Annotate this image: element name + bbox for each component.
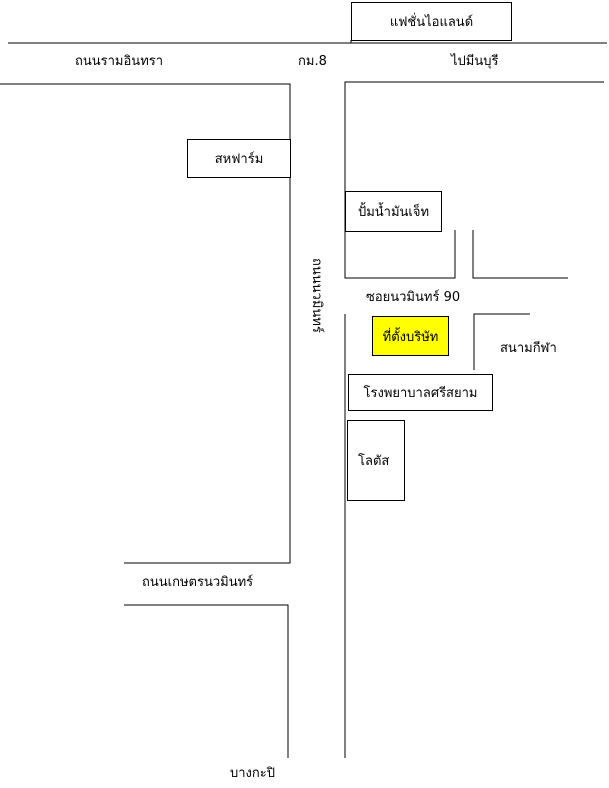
soi-nawamin-90-label: ซอยนวมินทร์ 90 — [366, 290, 461, 305]
road-kaset-nawamin-lower-edge — [124, 604, 289, 758]
jet-station-label: ปั้มน้ำมันเจ็ท — [357, 205, 430, 220]
km8-label: กม.8 — [298, 54, 327, 69]
lotus-box: โลตัส — [347, 420, 405, 501]
company-box: ที่ตั้งบริษัท — [372, 316, 449, 356]
road-stadium-edge — [473, 313, 530, 370]
lotus-label: โลตัส — [358, 454, 390, 469]
road-nawamin-label: ถนนนวมินทร์ — [309, 258, 324, 333]
to-minburi-label: ไปมีนบุรี — [451, 54, 499, 69]
bang-kapi-label: บางกะปิ — [230, 766, 276, 781]
fashion-island-box: แฟชั่นไอแลนด์ — [351, 2, 512, 41]
sahafarm-label: สหฟาร์ม — [214, 152, 264, 167]
hospital-box: โรงพยาบาลศรีสยาม — [348, 374, 493, 411]
sahafarm-box: สหฟาร์ม — [187, 139, 291, 178]
road-ram-inthra-lower-left-edge — [0, 83, 291, 564]
hospital-label: โรงพยาบาลศรีสยาม — [363, 386, 478, 401]
road-soi-north-east-edge — [472, 230, 568, 279]
company-label: ที่ตั้งบริษัท — [382, 329, 439, 345]
road-kaset-nawamin-label: ถนนเกษตรนวมินทร์ — [142, 575, 254, 590]
fashion-island-label: แฟชั่นไอแลนด์ — [389, 15, 474, 30]
stadium-label: สนามกีฬา — [500, 341, 557, 356]
road-ram-inthra-label: ถนนรามอินทรา — [75, 54, 164, 69]
jet-station-box: ปั้มน้ำมันเจ็ท — [345, 191, 442, 232]
road-nawamin-east-edge-north — [344, 81, 604, 279]
